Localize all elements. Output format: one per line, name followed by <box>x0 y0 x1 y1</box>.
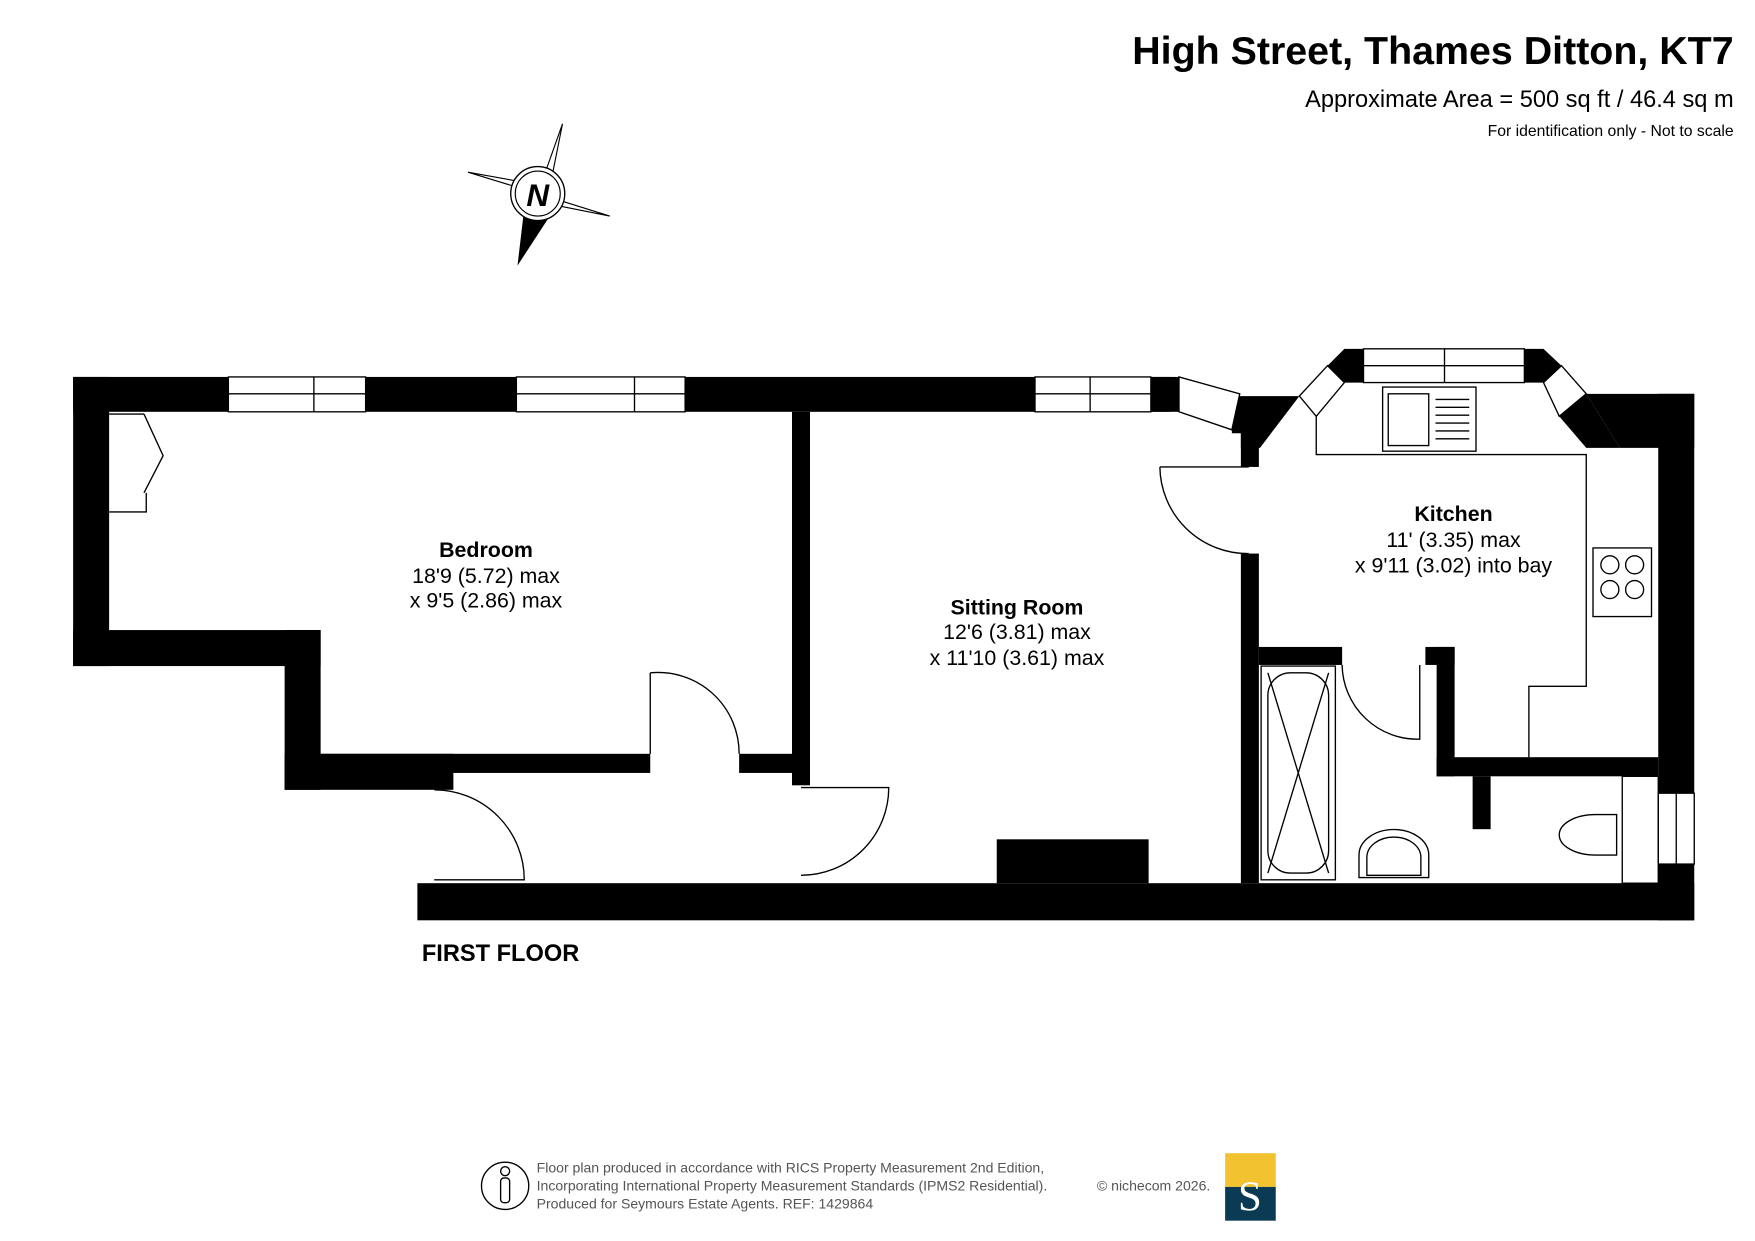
kitchen-fittings <box>1315 386 1653 758</box>
footer-line-1: Floor plan produced in accordance with R… <box>537 1159 1045 1175</box>
floor-label: FIRST FLOOR <box>422 941 579 967</box>
room-sitting-room: Sitting Room 12'6 (3.81) max x 11'10 (3.… <box>930 595 1105 670</box>
footer-line-2: Incorporating International Property Mea… <box>537 1177 1048 1193</box>
seymours-logo: S <box>1225 1153 1276 1221</box>
svg-text:11' (3.35) max: 11' (3.35) max <box>1386 528 1521 552</box>
person-icon <box>480 1161 530 1211</box>
svg-text:x 9'5 (2.86) max: x 9'5 (2.86) max <box>410 589 563 613</box>
compass-icon: N <box>467 123 610 266</box>
svg-text:Sitting Room: Sitting Room <box>951 595 1084 619</box>
bathroom-fittings <box>1260 665 1659 884</box>
room-bedroom: Bedroom 18'9 (5.72) max x 9'5 (2.86) max <box>410 538 563 613</box>
windows <box>227 348 1695 865</box>
copyright: © nichecom 2026. <box>1097 1177 1210 1193</box>
svg-text:N: N <box>526 177 550 213</box>
svg-text:x 11'10 (3.61) max: x 11'10 (3.61) max <box>930 646 1105 670</box>
svg-text:18'9 (5.72) max: 18'9 (5.72) max <box>412 564 560 588</box>
svg-text:x 9'11 (3.02) into bay: x 9'11 (3.02) into bay <box>1355 554 1553 578</box>
footer-line-3: Produced for Seymours Estate Agents. REF… <box>537 1195 874 1211</box>
svg-text:Kitchen: Kitchen <box>1414 502 1492 526</box>
room-kitchen: Kitchen 11' (3.35) max x 9'11 (3.02) int… <box>1355 502 1553 578</box>
svg-text:12'6 (3.81) max: 12'6 (3.81) max <box>943 620 1091 644</box>
area-text: Approximate Area = 500 sq ft / 46.4 sq m <box>1305 87 1734 113</box>
doors <box>109 413 1421 881</box>
svg-text:S: S <box>1238 1174 1262 1221</box>
disclaimer-text: For identification only - Not to scale <box>1488 123 1734 140</box>
title: High Street, Thames Ditton, KT7 <box>1132 29 1733 73</box>
svg-text:Bedroom: Bedroom <box>439 538 533 562</box>
